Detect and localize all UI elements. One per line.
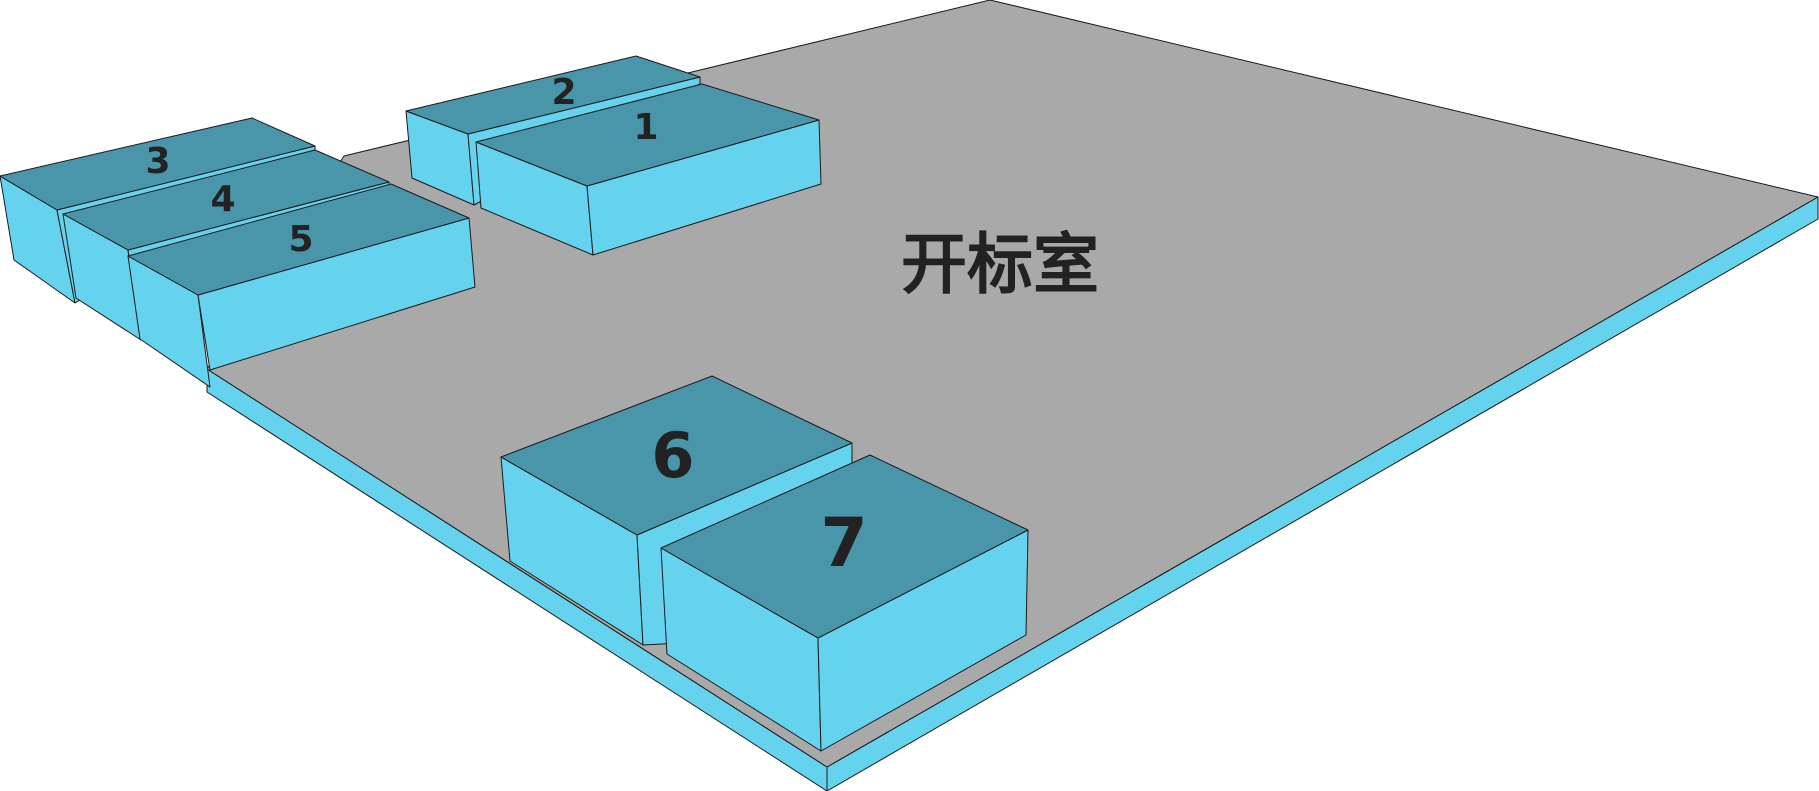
box-4-top <box>62 149 390 251</box>
box-7: 7 <box>660 454 1029 752</box>
box-3-label: 3 <box>145 141 170 182</box>
box-1: 1 <box>475 83 822 256</box>
box-5-top <box>127 183 470 296</box>
box-5: 5 <box>127 183 476 388</box>
box-1-top <box>475 83 820 187</box>
box-1-label: 1 <box>633 107 658 148</box>
box-7-top <box>660 454 1029 639</box>
box-2-top <box>405 55 701 135</box>
box-4-label: 4 <box>210 179 235 220</box>
box-7-label: 7 <box>820 504 867 583</box>
box-6-label: 6 <box>651 419 694 492</box>
box-5-label: 5 <box>288 219 313 260</box>
box-3-top <box>0 117 316 211</box>
box-2-label: 2 <box>551 72 576 113</box>
box-6-top <box>500 375 853 536</box>
room-label: 开标室 <box>901 226 1099 303</box>
